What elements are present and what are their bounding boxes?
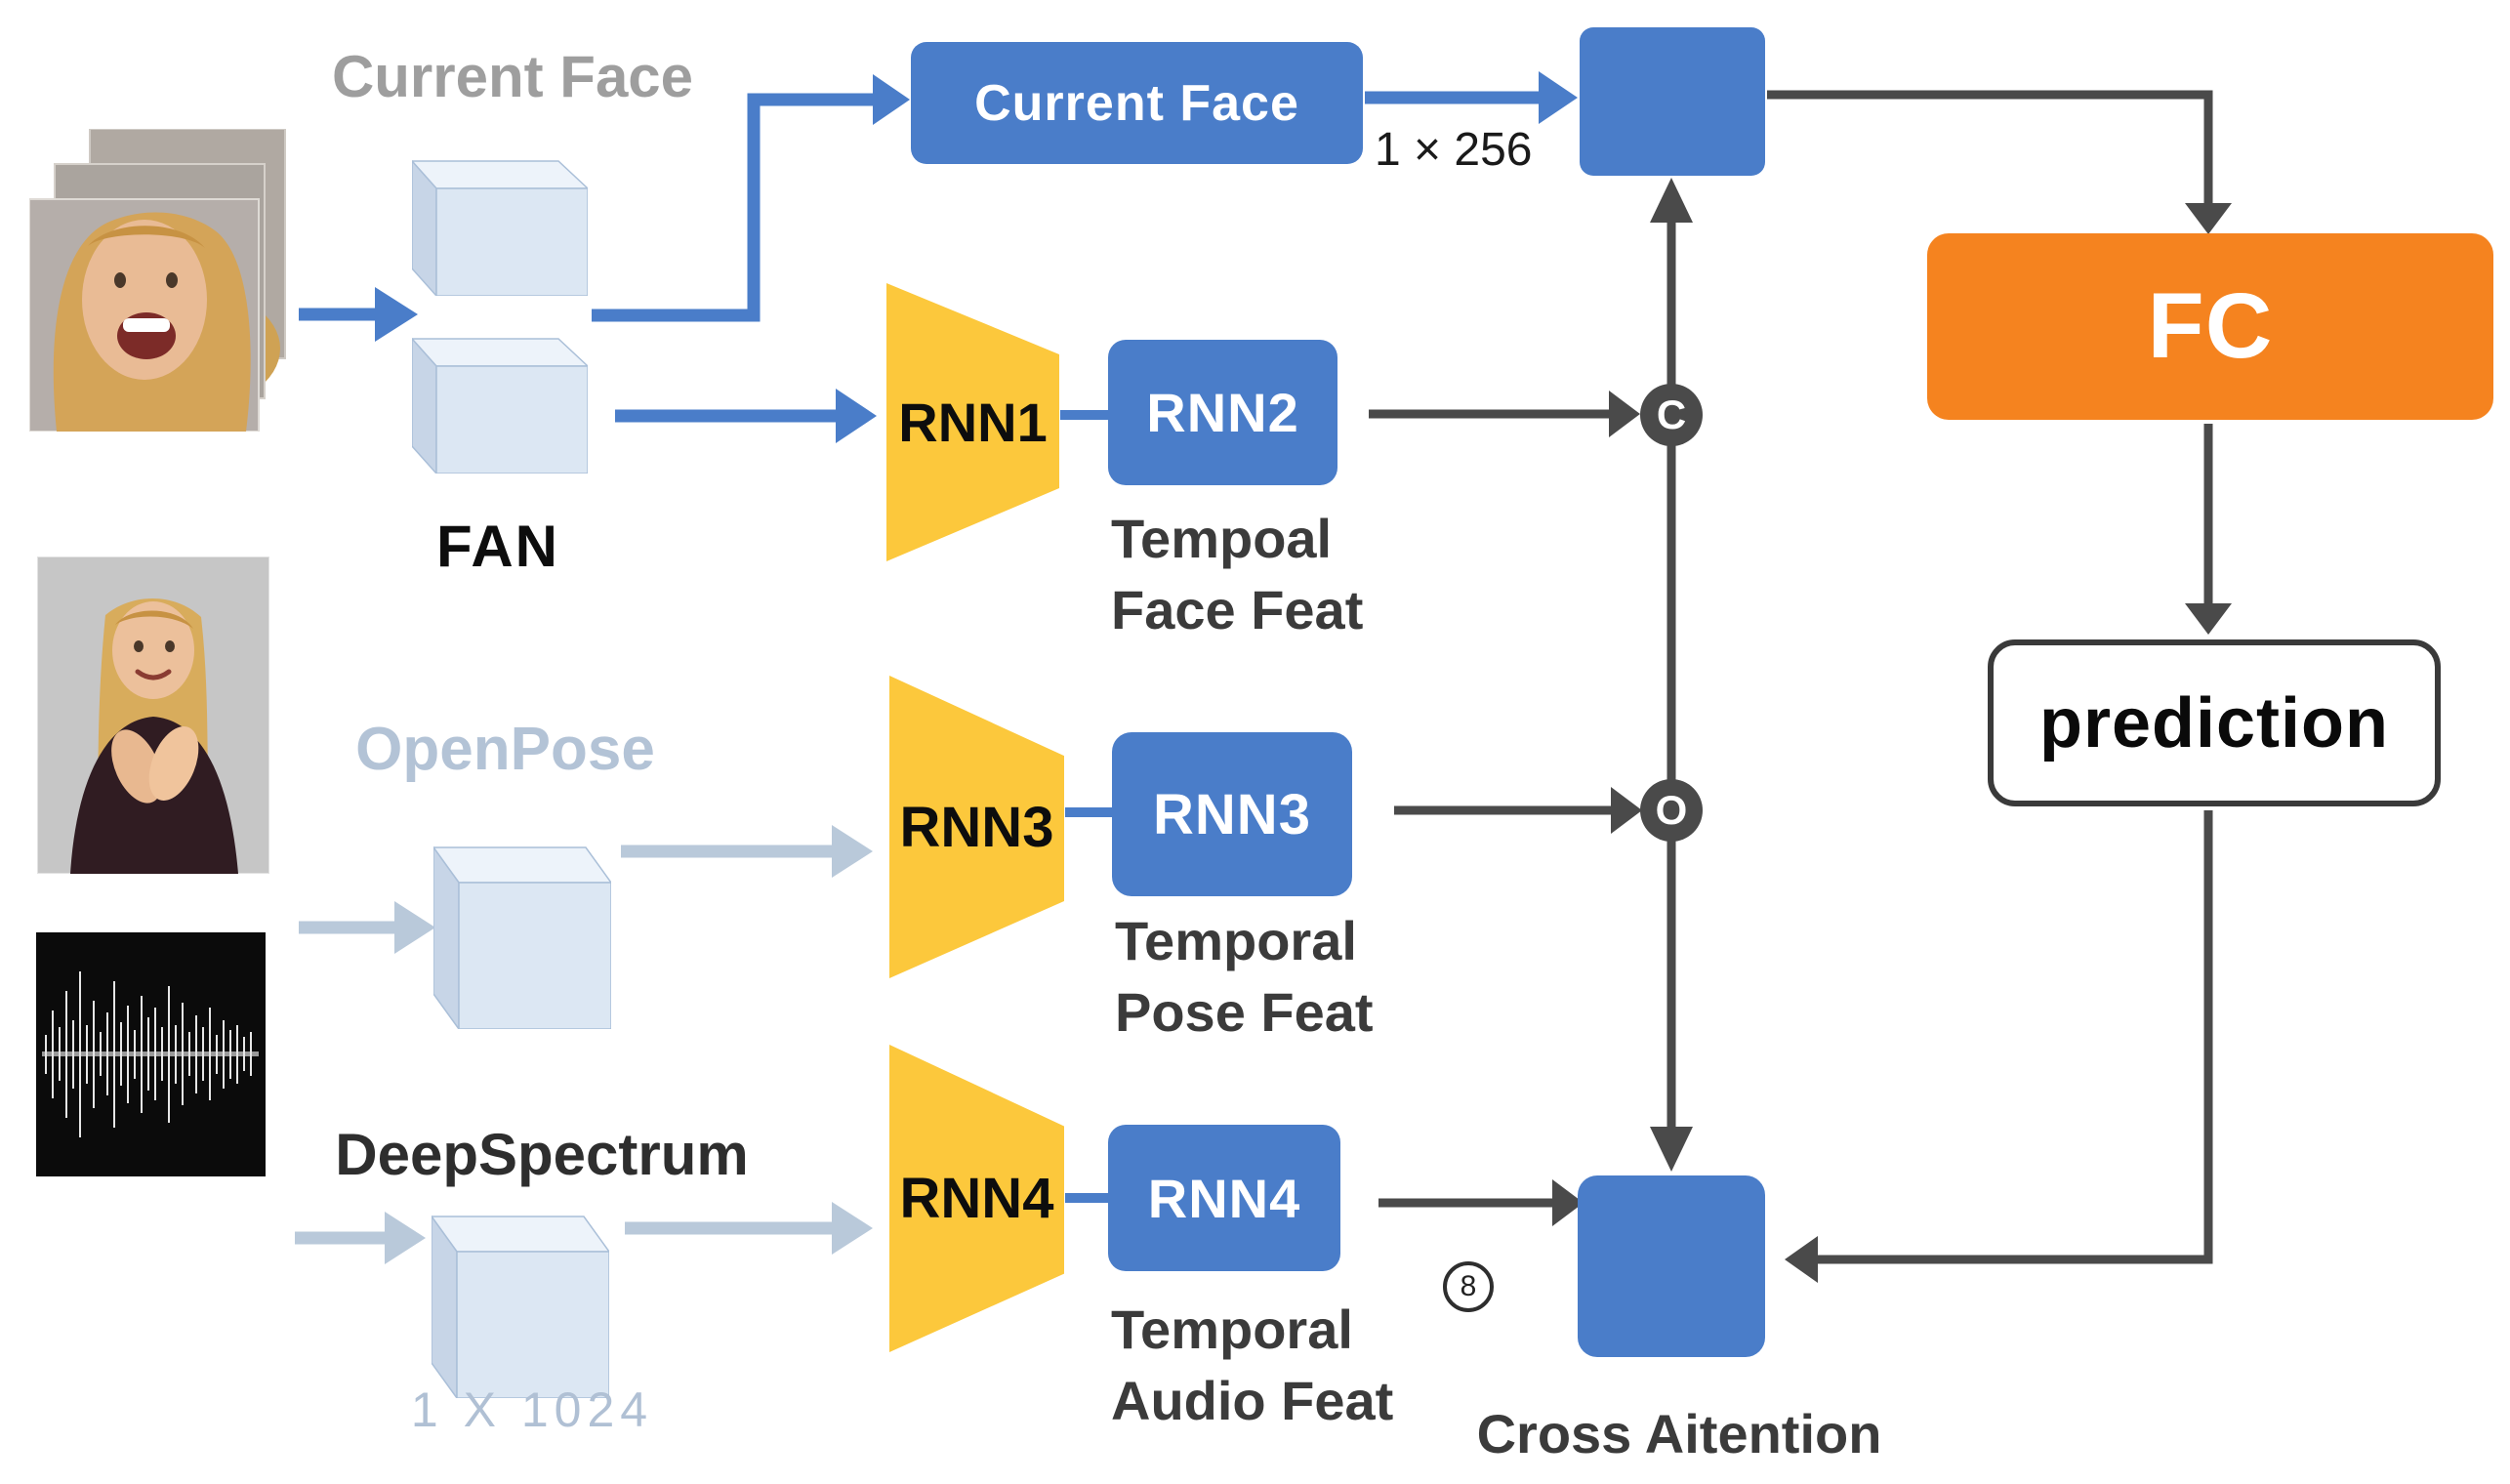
label-pose-feat-line2: Pose Feat xyxy=(1115,980,1374,1043)
waveform-illustration xyxy=(36,932,266,1176)
label-current-face-muted: Current Face xyxy=(331,44,694,109)
circled-8-label: 8 xyxy=(1460,1270,1477,1302)
label-audio-feat-line2: Audio Feat xyxy=(1111,1369,1394,1431)
rnn4-box: RNN4 xyxy=(1108,1125,1340,1271)
arrow-face-to-cubes xyxy=(299,287,418,342)
feature-cube-audio xyxy=(430,1211,611,1403)
arrow-rnn2-to-c xyxy=(1369,391,1640,437)
face-frames-stack xyxy=(29,129,288,432)
woman-laughing-illustration xyxy=(53,212,251,432)
label-face-feat-line2: Face Feat xyxy=(1111,578,1364,640)
arrow-rnn4-to-cross xyxy=(1378,1179,1584,1226)
label-cross-attention: Cross Aitention xyxy=(1476,1403,1882,1464)
rnn4-box-label: RNN4 xyxy=(1147,1167,1301,1229)
label-audio-feat: Temporal Audio Feat xyxy=(1111,1295,1393,1437)
arrow-clap-to-cube3 xyxy=(299,901,435,954)
feature-cube-pose xyxy=(432,842,613,1034)
arrow-cube2-to-rnn1 xyxy=(615,389,877,443)
arrow-concat-to-fc xyxy=(1767,90,2232,234)
label-audio-feat-line1: Temporal xyxy=(1111,1298,1353,1360)
label-face-feat: Tempoal Face Feat xyxy=(1111,504,1363,646)
rnn3-box: RNN3 xyxy=(1112,732,1352,896)
prediction-box-label: prediction xyxy=(2038,683,2389,763)
arrow-rnn3-to-o xyxy=(1394,787,1642,834)
arrow-cube1-to-currentface xyxy=(592,74,910,322)
concat-o-label: O xyxy=(1655,787,1688,833)
clap-photo xyxy=(37,556,269,874)
cross-attention-box xyxy=(1578,1175,1765,1357)
feature-cube-face-2 xyxy=(410,337,590,478)
photo-front xyxy=(29,198,260,432)
concat-box-top xyxy=(1580,27,1765,176)
concat-c-label: C xyxy=(1656,392,1687,437)
clapping-hands xyxy=(111,726,199,804)
fc-box: FC xyxy=(1927,233,2493,420)
circled-8-badge: 8 xyxy=(1443,1261,1494,1312)
concat-o-node: O xyxy=(1640,779,1703,842)
label-openpose: OpenPose xyxy=(355,716,655,783)
feature-cube-face-1 xyxy=(410,159,590,301)
arrow-prediction-to-cross xyxy=(1785,810,2213,1283)
rnn2-box-label: RNN2 xyxy=(1146,382,1299,443)
fc-box-label: FC xyxy=(2147,274,2274,378)
arrow-audio-to-cube4 xyxy=(295,1212,426,1264)
rnn4-encoder-label: RNN4 xyxy=(899,1167,1054,1230)
current-face-box-label: Current Face xyxy=(974,74,1299,132)
label-deepspectrum: DeepSpectrum xyxy=(335,1122,749,1187)
label-audio-dim: 1 X 1024 xyxy=(410,1382,654,1437)
label-face-dim: 1 × 256 xyxy=(1375,124,1533,176)
face-stack-illustration xyxy=(29,129,286,432)
label-pose-feat-line1: Temporal xyxy=(1115,910,1357,971)
label-fan: FAN xyxy=(436,514,559,579)
current-face-box: Current Face xyxy=(911,42,1363,164)
rnn1-encoder-label: RNN1 xyxy=(898,392,1048,453)
rnn3-box-label: RNN3 xyxy=(1153,782,1311,846)
label-face-feat-line1: Tempoal xyxy=(1111,508,1333,569)
arrow-fc-to-prediction xyxy=(2185,424,2232,635)
arrow-cube3-to-rnn3 xyxy=(621,825,873,878)
rnn3-encoder-label: RNN3 xyxy=(899,795,1054,859)
arrow-cube4-to-rnn4 xyxy=(625,1202,873,1255)
arrow-currentface-to-concat xyxy=(1365,71,1578,124)
concat-c-node: C xyxy=(1640,384,1703,446)
rnn2-box: RNN2 xyxy=(1108,340,1337,485)
woman-clapping-illustration xyxy=(37,556,269,874)
arrow-concat-vertical xyxy=(1650,178,1693,1172)
prediction-box: prediction xyxy=(1988,639,2441,806)
label-pose-feat: Temporal Pose Feat xyxy=(1115,906,1374,1049)
audio-waveform-image xyxy=(36,932,266,1176)
